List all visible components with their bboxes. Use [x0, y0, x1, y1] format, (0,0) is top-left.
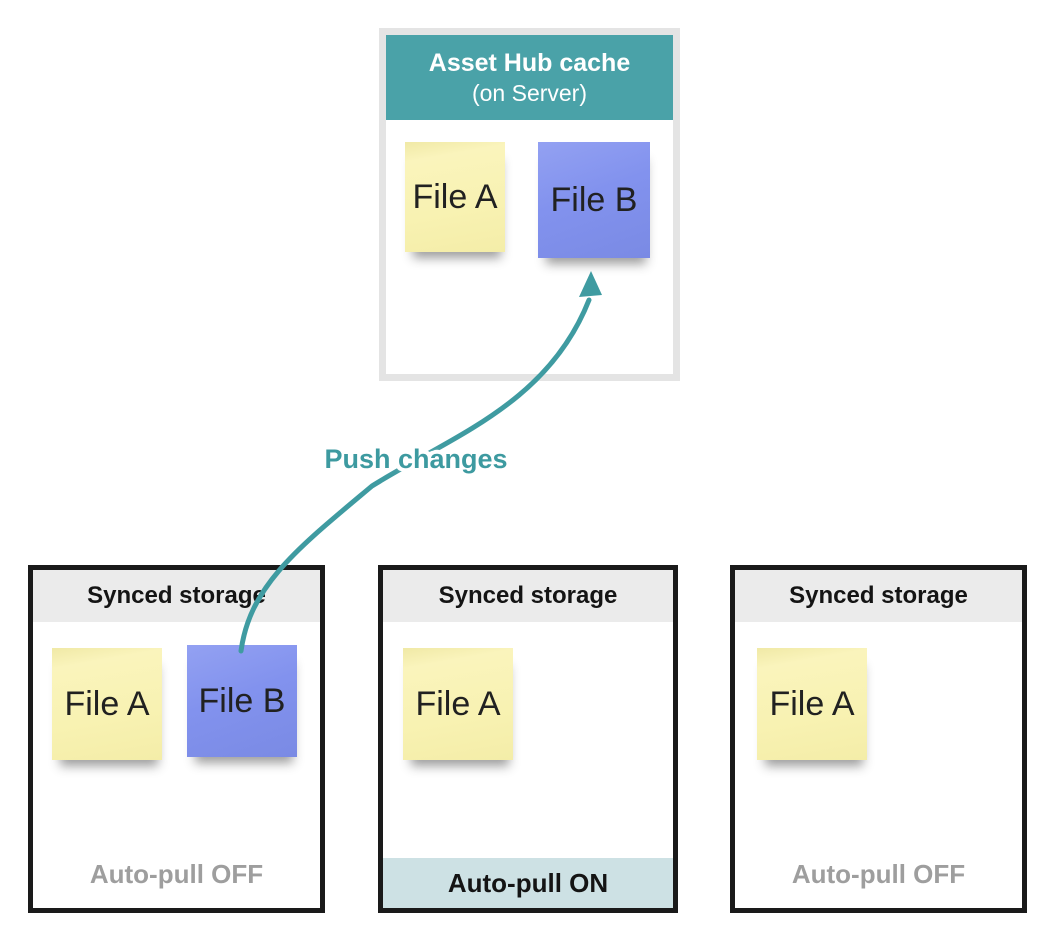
asset-hub-cache-box: Asset Hub cache (on Server) File A File … [379, 28, 680, 381]
push-changes-label: Push changes [324, 444, 508, 474]
auto-pull-status: Auto-pull ON [383, 858, 673, 908]
note-label: File B [198, 681, 286, 720]
note-label: File B [550, 180, 638, 219]
synced-storage-box-2: Synced storage File A Auto-pull ON [378, 565, 678, 913]
asset-hub-cache-title: Asset Hub cache [428, 48, 631, 77]
server-sticky-note-file-b: File B [538, 142, 650, 258]
server-sticky-note-file-a: File A [405, 142, 505, 252]
note-label: File A [64, 684, 150, 723]
asset-hub-cache-subtitle: (on Server) [471, 79, 588, 106]
synced-storage-header: Synced storage [735, 570, 1022, 622]
storage1-sticky-note-file-b: File B [187, 645, 297, 757]
storage1-sticky-note-file-a: File A [52, 648, 162, 760]
auto-pull-status: Auto-pull OFF [89, 859, 264, 889]
asset-hub-cache-header: Asset Hub cache (on Server) [386, 35, 673, 120]
synced-storage-box-3: Synced storage File A Auto-pull OFF [730, 565, 1027, 913]
storage2-sticky-note-file-a: File A [403, 648, 513, 760]
note-label: File A [415, 684, 501, 723]
note-label: File A [412, 177, 498, 216]
note-label: File A [769, 684, 855, 723]
storage3-sticky-note-file-a: File A [757, 648, 867, 760]
auto-pull-status: Auto-pull OFF [791, 859, 966, 889]
synced-storage-header: Synced storage [383, 570, 673, 622]
synced-storage-header: Synced storage [33, 570, 320, 622]
synced-storage-box-1: Synced storage File A File B Auto-pull O… [28, 565, 325, 913]
